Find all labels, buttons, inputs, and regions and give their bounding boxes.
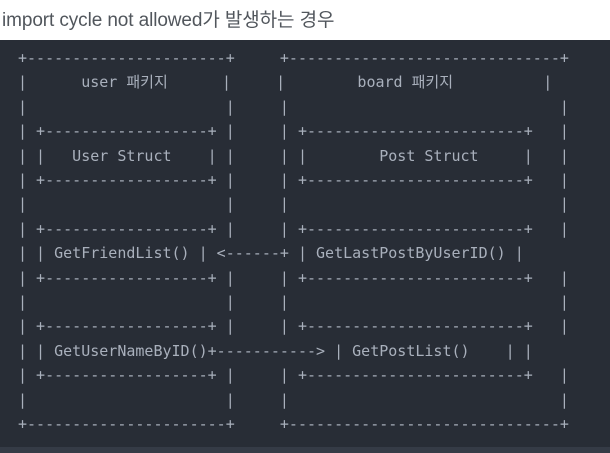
horizontal-scrollbar[interactable] (0, 447, 610, 453)
ascii-diagram: +----------------------+ +--------------… (18, 49, 569, 434)
page-title: import cycle not allowed가 발생하는 경우 (2, 10, 335, 31)
code-block: +----------------------+ +--------------… (0, 40, 610, 453)
